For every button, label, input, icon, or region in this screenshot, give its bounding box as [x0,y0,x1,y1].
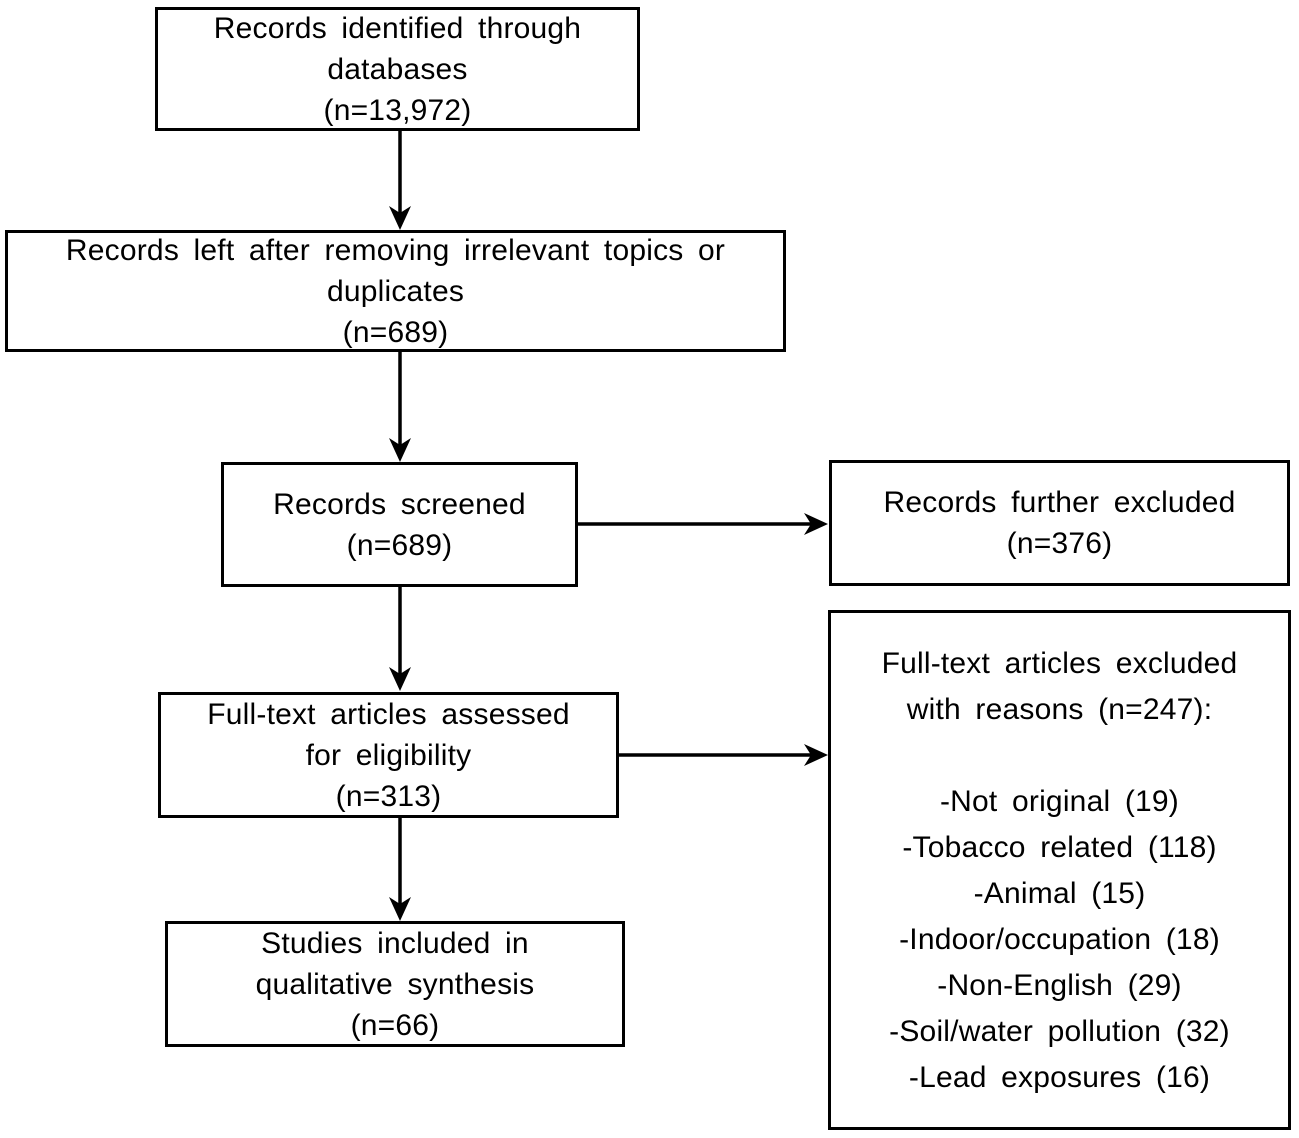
arrow-screened-to-further-excluded [577,513,828,535]
text-line: Studies included in [261,926,529,960]
arrow-fulltext-to-excluded-reasons [618,744,828,766]
exclusion-reason: -Not original (19) [939,785,1180,818]
text-line: qualitative synthesis [255,967,535,1001]
text-line: Records identified through [213,11,582,45]
text-line: duplicates [326,274,465,308]
box-records-screened: Records screened (n=689) [221,462,578,587]
text-line: for eligibility [305,738,472,772]
box-studies-included: Studies included in qualitative synthesi… [165,921,625,1047]
text-line: Full-text articles assessed [207,697,570,731]
record-count: (n=66) [350,1008,440,1042]
arrow-identified-to-deduplicated [389,131,411,230]
box-records-further-excluded: Records further excluded (n=376) [829,460,1290,586]
text-line: databases [327,52,468,86]
arrow-screened-to-fulltext [389,587,411,691]
exclusion-reason: -Soil/water pollution (32) [889,1015,1230,1048]
text-line: Records left after removing irrelevant t… [65,233,726,267]
text-line: with reasons (n=247): [906,693,1213,726]
exclusion-reason: -Indoor/occupation (18) [899,923,1220,956]
box-records-after-dedup: Records left after removing irrelevant t… [5,230,786,352]
exclusion-reason: -Non-English (29) [937,969,1182,1002]
exclusion-reason: -Animal (15) [973,877,1146,910]
box-records-identified: Records identified through databases (n=… [155,7,640,131]
record-count: (n=376) [1006,527,1113,560]
arrow-fulltext-to-included [389,817,411,921]
box-fulltext-excluded-reasons: Full-text articles excluded with reasons… [828,610,1291,1130]
text-line: Records screened [273,487,526,521]
text-line: Records further excluded [883,486,1236,519]
exclusion-reason: -Tobacco related (118) [902,831,1217,864]
exclusion-reason: -Lead exposures (16) [908,1061,1211,1094]
record-count: (n=313) [335,779,442,813]
text-line: Full-text articles excluded [881,647,1238,680]
box-fulltext-assessed: Full-text articles assessed for eligibil… [158,692,619,818]
record-count: (n=689) [342,315,449,349]
record-count: (n=689) [346,528,453,562]
arrow-deduplicated-to-screened [389,352,411,462]
record-count: (n=13,972) [323,93,472,127]
